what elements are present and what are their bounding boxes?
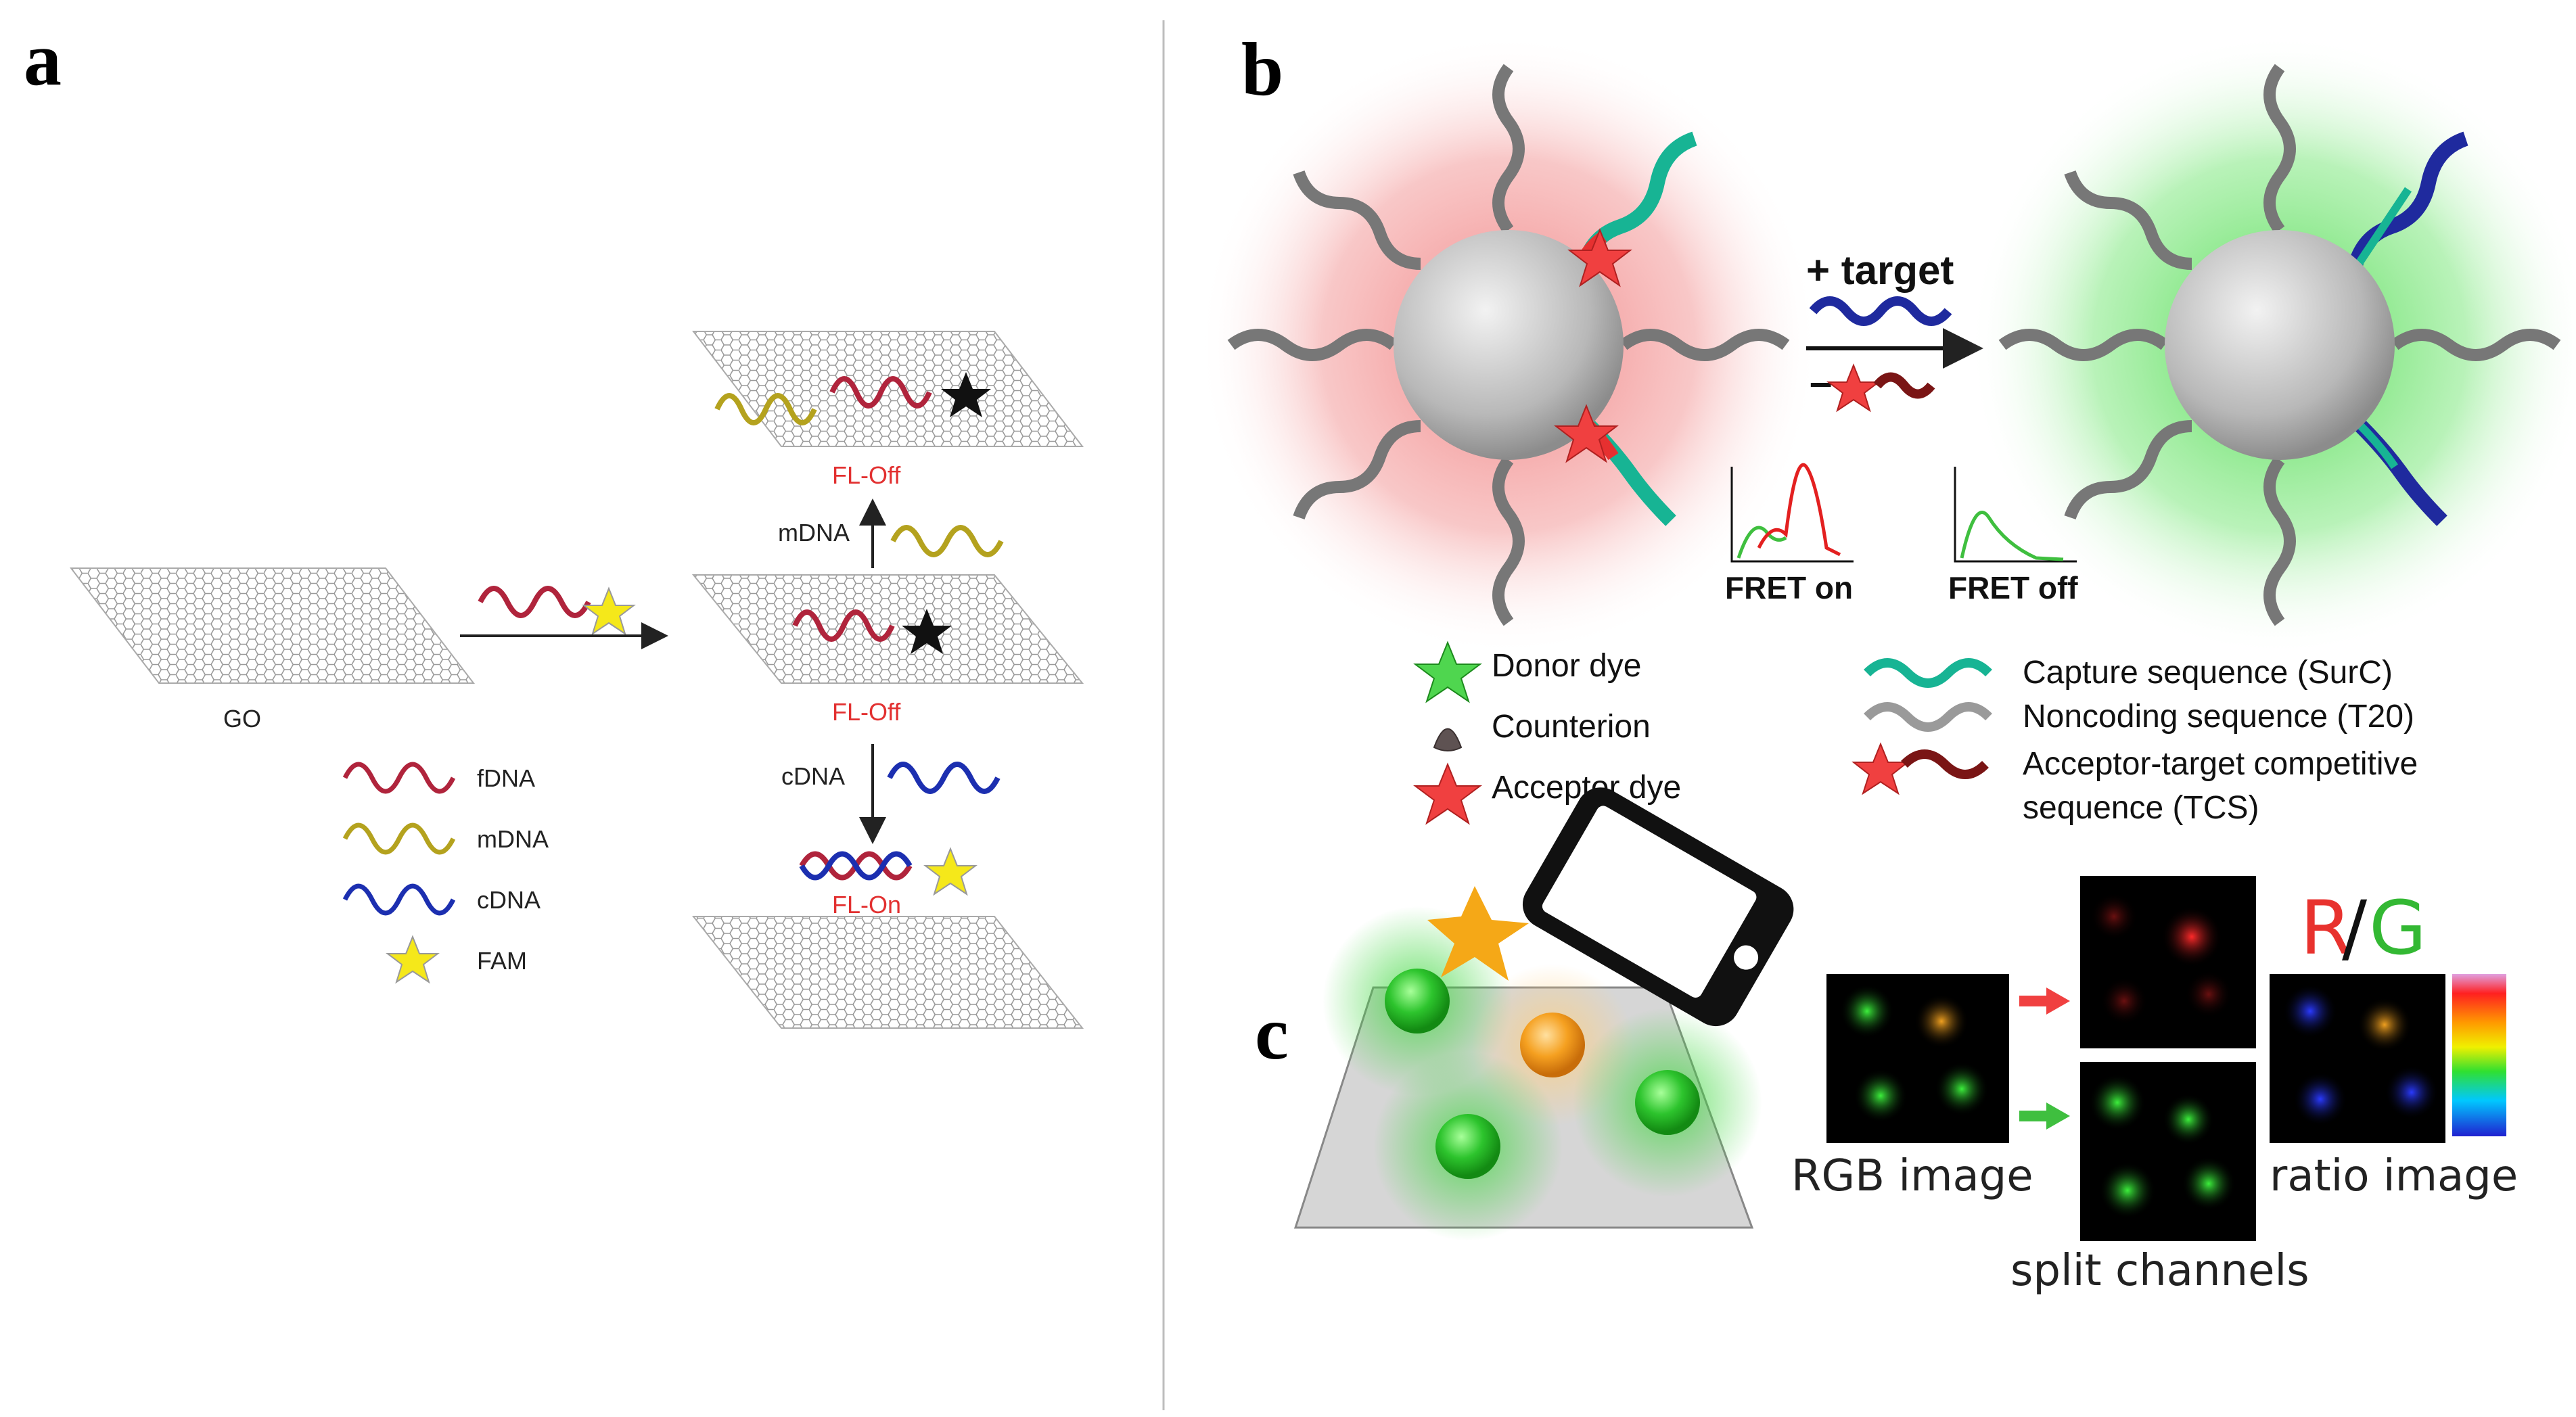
ratio-g-label: G <box>2369 885 2426 971</box>
legend-mdna-icon <box>342 822 456 855</box>
fam-star-on-icon <box>923 847 978 896</box>
mdna-strand <box>890 525 1004 557</box>
legend-donor-label: Donor dye <box>1492 648 1641 684</box>
fret-off-label: FRET off <box>1948 570 2078 605</box>
legend-tcs-label-2: sequence (TCS) <box>2023 790 2259 826</box>
legend-b-right: Capture sequence (SurC) Noncoding sequen… <box>1852 655 2418 826</box>
fret-on-label: FRET on <box>1725 570 1853 605</box>
quenched-star-middle-icon <box>902 609 952 654</box>
legend-cdna-icon <box>342 883 456 916</box>
cdna-strand <box>887 762 1001 794</box>
legend-fdna-icon <box>342 762 456 794</box>
fl-on-label: FL-On <box>832 891 901 919</box>
legend-a: fDNA mDNA cDNA FAM <box>342 762 549 984</box>
green-bead-3 <box>1435 1114 1500 1179</box>
released-acceptor-icon <box>1826 363 1881 413</box>
panel-c-letter: c <box>1255 992 1289 1075</box>
nanoparticle-core-left <box>1394 230 1624 460</box>
acceptor-dye-icon <box>1413 762 1482 825</box>
released-tcs-strand-icon <box>1873 372 1935 399</box>
graphene-sheet-bottom <box>691 916 1084 1029</box>
panel-c: c RGB image <box>1255 787 2518 1296</box>
orange-bead <box>1520 1013 1585 1077</box>
donor-dye-icon <box>1413 641 1482 703</box>
legend-noncoding-label: Noncoding sequence (T20) <box>2023 699 2414 735</box>
plus-target-label: + target <box>1806 248 1954 293</box>
ratio-slash-label: / <box>2342 885 2368 971</box>
panel-a: a GO FL-Off mDNA FL-Off cDNA FL-On <box>24 18 1084 1029</box>
smartphone-icon <box>1522 787 1794 1027</box>
flash-burst-icon <box>1427 886 1529 981</box>
go-label: GO <box>223 705 261 733</box>
legend-fdna-label: fDNA <box>477 764 535 792</box>
legend-fam-icon <box>386 935 440 984</box>
fdna-strand <box>478 586 591 618</box>
legend-tcs-label-1: Acceptor-target competitive <box>2023 746 2418 782</box>
nanoparticle-fret-off <box>1998 64 2561 626</box>
panel-a-letter: a <box>24 18 62 101</box>
tcs-helix-icon <box>1901 749 1989 779</box>
fdna-on-sheet-top <box>829 376 932 409</box>
legend-b-left: Donor dye Counterion Acceptor dye <box>1413 641 1681 825</box>
legend-mdna-label: mDNA <box>477 825 549 853</box>
target-strand-icon <box>1809 296 1952 326</box>
acceptor-star-1-icon <box>1567 228 1632 287</box>
green-bead-2 <box>1635 1070 1700 1135</box>
mdna-on-sheet <box>714 393 817 425</box>
graphene-sheet-top <box>691 331 1084 447</box>
legend-capture-label: Capture sequence (SurC) <box>2023 655 2393 691</box>
panel-b-letter: b <box>1241 28 1283 112</box>
nanoparticle-core-right <box>2165 230 2395 460</box>
counterion-icon <box>1433 728 1463 751</box>
cdna-arrow-label: cDNA <box>781 762 845 790</box>
graphene-oxide-sheet <box>69 567 476 684</box>
arrow-green-channel <box>2019 1102 2070 1130</box>
fret-off-plot <box>1954 467 2077 563</box>
color-scale-bar <box>2452 974 2506 1136</box>
tcs-star-icon <box>1852 742 1910 795</box>
fdna-on-sheet-middle <box>792 609 895 642</box>
duplex-blue <box>799 851 913 881</box>
legend-cdna-label: cDNA <box>477 886 540 914</box>
fret-on-plot <box>1730 463 1854 563</box>
legend-fam-label: FAM <box>477 947 527 975</box>
noncoding-helix-icon <box>1864 702 1992 732</box>
rgb-caption: RGB image <box>1791 1151 2033 1201</box>
fl-off-top-label: FL-Off <box>832 461 901 489</box>
arrow-red-channel <box>2019 988 2070 1015</box>
ratio-caption: ratio image <box>2270 1151 2518 1201</box>
legend-counterion-label: Counterion <box>1492 709 1651 745</box>
mdna-arrow-label: mDNA <box>778 519 850 547</box>
fl-off-mid-label: FL-Off <box>832 698 901 726</box>
ratio-r-label: R <box>2300 885 2351 971</box>
quenched-star-icon <box>941 372 991 417</box>
green-bead-1 <box>1385 969 1450 1033</box>
panel-b: b + target <box>1197 28 2576 826</box>
fam-star-icon <box>582 586 636 636</box>
split-caption: split channels <box>2010 1246 2309 1296</box>
acceptor-star-2-icon <box>1554 404 1619 463</box>
capture-helix-icon <box>1864 658 1992 688</box>
nanoparticle-fret-on <box>1227 64 1790 626</box>
